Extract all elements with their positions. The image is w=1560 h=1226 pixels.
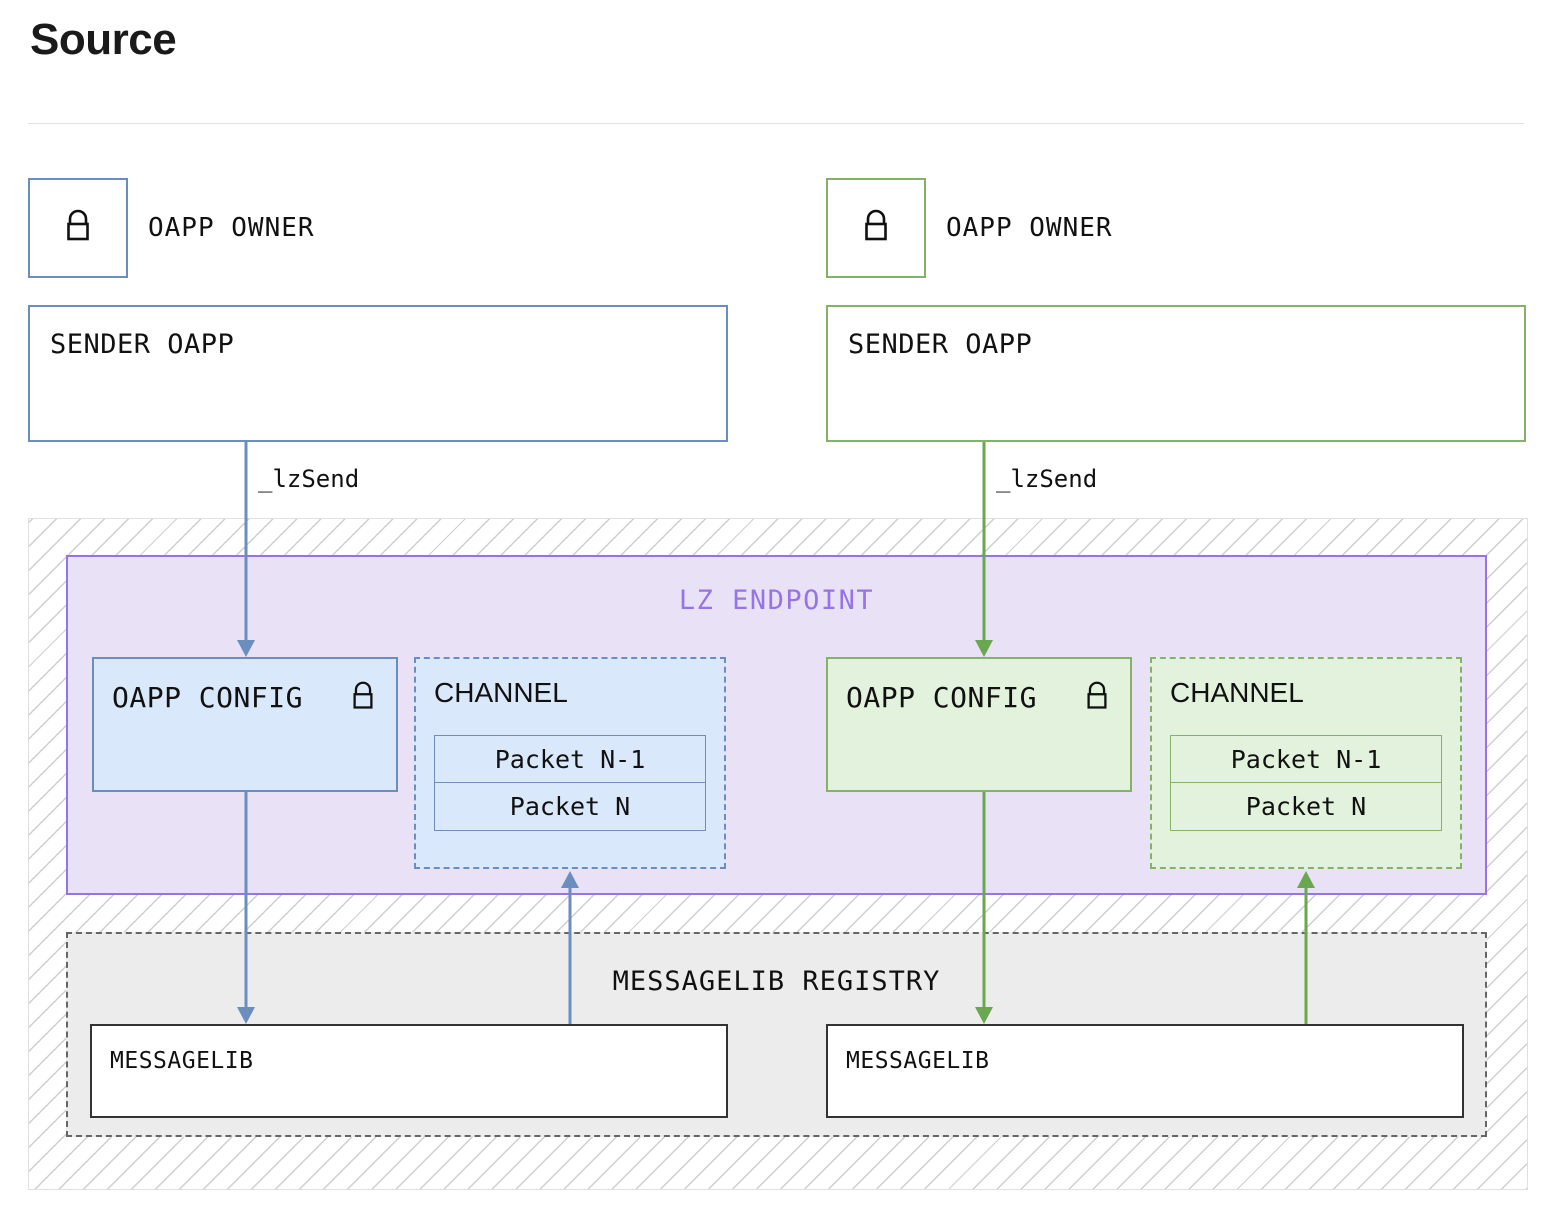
oapp-config-left: OAPP CONFIG	[92, 657, 398, 792]
lock-icon	[859, 207, 893, 250]
owner-badge-left	[28, 178, 128, 278]
sender-oapp-right: SENDER OAPP	[826, 305, 1526, 442]
owner-badge-right	[826, 178, 926, 278]
oapp-config-right: OAPP CONFIG	[826, 657, 1132, 792]
sender-oapp-label-left: SENDER OAPP	[50, 329, 235, 360]
channel-label-right: CHANNEL	[1170, 677, 1304, 708]
title-divider	[28, 123, 1524, 124]
sender-oapp-left: SENDER OAPP	[28, 305, 728, 442]
packet-row: Packet N	[434, 783, 706, 831]
packet-row: Packet N-1	[1170, 735, 1442, 783]
channel-right: CHANNEL Packet N-1 Packet N	[1150, 657, 1462, 869]
lz-endpoint-label: LZ ENDPOINT	[678, 585, 875, 616]
packet-row: Packet N-1	[434, 735, 706, 783]
packet-list-left: Packet N-1 Packet N	[434, 735, 706, 831]
lock-icon	[61, 207, 95, 250]
messagelib-right: MESSAGELIB	[826, 1024, 1464, 1118]
lzsend-label-right: _lzSend	[996, 465, 1098, 493]
packet-row: Packet N	[1170, 783, 1442, 831]
messagelib-label-right: MESSAGELIB	[846, 1048, 990, 1074]
lock-icon	[348, 679, 378, 718]
owner-label-left: OAPP OWNER	[148, 213, 315, 243]
sender-oapp-label-right: SENDER OAPP	[848, 329, 1033, 360]
messagelib-label-left: MESSAGELIB	[110, 1048, 254, 1074]
channel-label-left: CHANNEL	[434, 677, 568, 708]
page-title: Source	[30, 15, 177, 64]
oapp-config-label-right: OAPP CONFIG	[846, 681, 1037, 714]
oapp-config-label-left: OAPP CONFIG	[112, 681, 303, 714]
messagelib-left: MESSAGELIB	[90, 1024, 728, 1118]
packet-list-right: Packet N-1 Packet N	[1170, 735, 1442, 831]
owner-label-right: OAPP OWNER	[946, 213, 1113, 243]
lock-icon	[1082, 679, 1112, 718]
lzsend-label-left: _lzSend	[258, 465, 360, 493]
channel-left: CHANNEL Packet N-1 Packet N	[414, 657, 726, 869]
messagelib-registry-label: MESSAGELIB REGISTRY	[612, 966, 941, 997]
